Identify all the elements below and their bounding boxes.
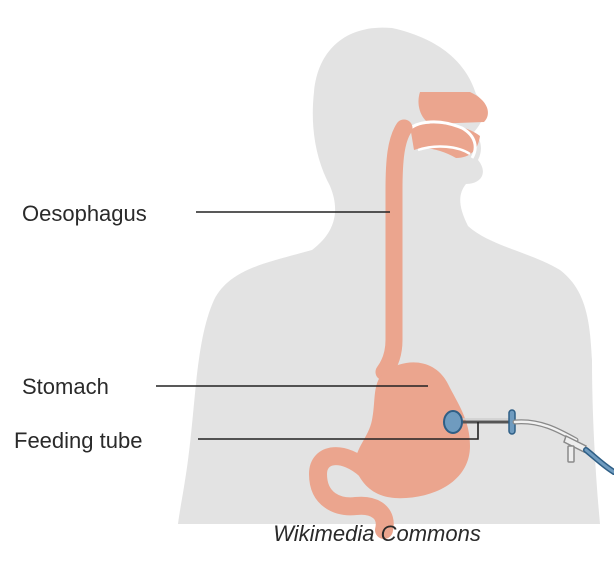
gastric-balloon [444, 411, 462, 433]
side-port [568, 446, 574, 462]
oesophagus [384, 128, 404, 372]
image-credit: Wikimedia Commons [0, 523, 614, 545]
label-oesophagus: Oesophagus [22, 203, 147, 225]
label-stomach: Stomach [22, 376, 109, 398]
label-feeding-tube: Feeding tube [14, 430, 142, 452]
nasal-cavity [418, 92, 487, 124]
